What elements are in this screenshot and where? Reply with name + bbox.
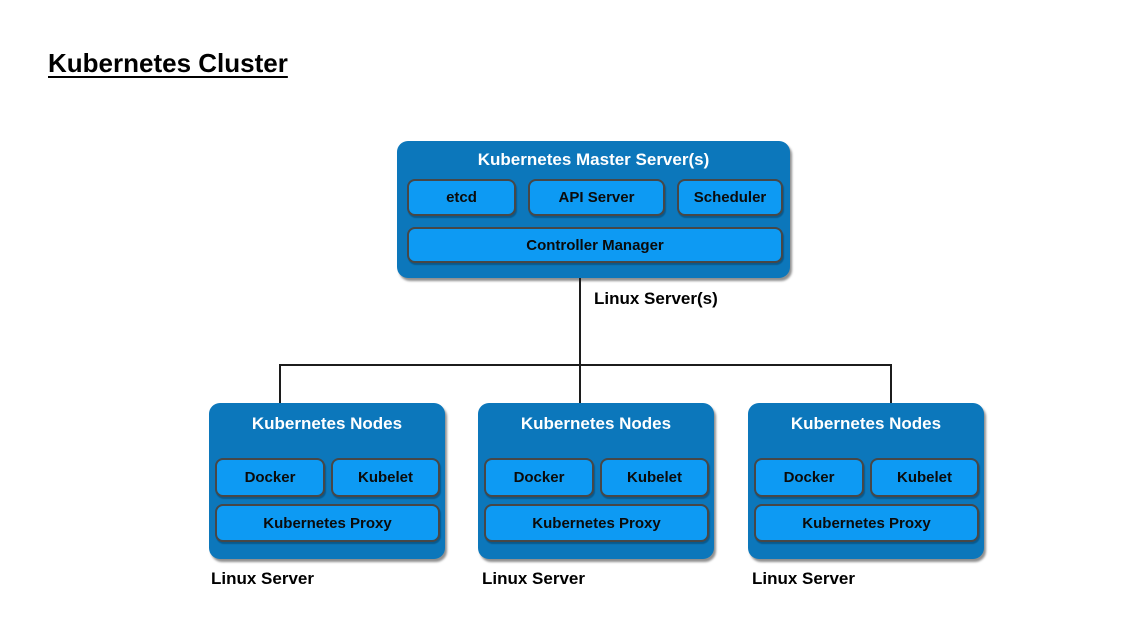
- master-server-box: Kubernetes Master Server(s) etcd API Ser…: [397, 141, 790, 278]
- master-caption: Linux Server(s): [594, 289, 718, 308]
- node-box-2: Kubernetes Nodes Docker Kubelet Kubernet…: [478, 403, 714, 559]
- node-caption: Linux Server: [482, 569, 585, 588]
- connector-left-drop-line: [279, 364, 281, 404]
- controller-manager-component: Controller Manager: [407, 227, 783, 263]
- api-server-component: API Server: [528, 179, 665, 216]
- node-box-3: Kubernetes Nodes Docker Kubelet Kubernet…: [748, 403, 984, 559]
- node-title: Kubernetes Nodes: [251, 414, 403, 433]
- node-box-1: Kubernetes Nodes Docker Kubelet Kubernet…: [209, 403, 445, 559]
- kubernetes-proxy-component: Kubernetes Proxy: [484, 504, 709, 542]
- kubelet-component: Kubelet: [600, 458, 709, 497]
- scheduler-component: Scheduler: [677, 179, 783, 216]
- master-server-title: Kubernetes Master Server(s): [477, 150, 710, 169]
- kubelet-component: Kubelet: [331, 458, 440, 497]
- node-caption: Linux Server: [752, 569, 855, 588]
- page-title: Kubernetes Cluster: [48, 48, 288, 78]
- kubelet-component: Kubelet: [870, 458, 979, 497]
- connector-master-vertical-line: [579, 278, 581, 365]
- connector-horizontal-line: [279, 364, 892, 366]
- docker-component: Docker: [215, 458, 325, 497]
- node-title: Kubernetes Nodes: [520, 414, 672, 433]
- etcd-component: etcd: [407, 179, 516, 216]
- connector-right-drop-line: [890, 364, 892, 404]
- docker-component: Docker: [484, 458, 594, 497]
- docker-component: Docker: [754, 458, 864, 497]
- node-title: Kubernetes Nodes: [790, 414, 942, 433]
- kubernetes-proxy-component: Kubernetes Proxy: [754, 504, 979, 542]
- connector-middle-drop-line: [579, 364, 581, 404]
- node-caption: Linux Server: [211, 569, 314, 588]
- kubernetes-proxy-component: Kubernetes Proxy: [215, 504, 440, 542]
